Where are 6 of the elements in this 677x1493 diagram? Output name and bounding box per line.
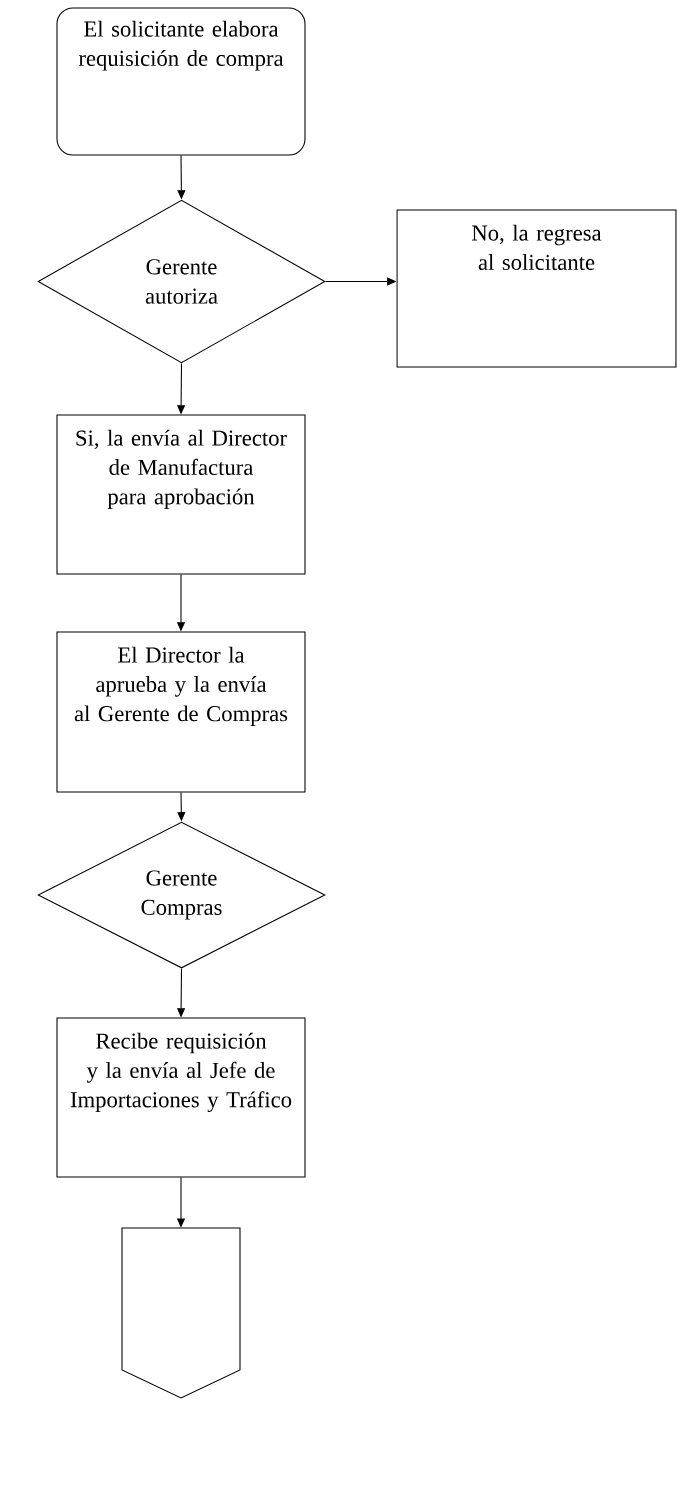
process-box: Si, la envía al Director de Manufactura para aprobación	[56, 414, 306, 575]
process-box: Recibe requisición y la envía al Jefe de Importaciones y Tráfico	[56, 1017, 306, 1178]
process-box: El Director la aprueba y la envía al Gerente de Compras	[56, 631, 306, 793]
off-page-connector	[121, 1227, 241, 1399]
process-box: No, la regresa al solicitante	[396, 209, 677, 368]
start-box: El solicitante elabora requisición de compra	[56, 7, 306, 156]
